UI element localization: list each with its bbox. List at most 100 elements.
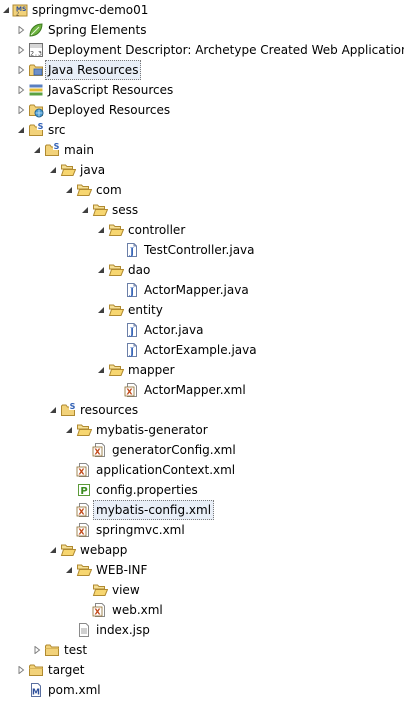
expanded-arrow-icon[interactable]	[2, 6, 10, 14]
tree-label: main	[64, 143, 94, 157]
tree-row-test-controller[interactable]: TestController.java	[0, 240, 404, 260]
folder-icon	[44, 642, 60, 658]
tree-label: TestController.java	[144, 243, 255, 257]
jsp-file-icon	[76, 622, 92, 638]
expanded-arrow-icon[interactable]	[97, 266, 105, 274]
tree-row-mybatis-generator[interactable]: mybatis-generator	[0, 420, 404, 440]
tree-row-deployment-descriptor[interactable]: Deployment Descriptor: Archetype Created…	[0, 40, 404, 60]
java-file-icon	[124, 322, 140, 338]
tree-row-actor-java[interactable]: Actor.java	[0, 320, 404, 340]
tree-label: view	[112, 583, 140, 597]
tree-label: mybatis-generator	[96, 423, 208, 437]
tree-row-javascript-resources[interactable]: JavaScript Resources	[0, 80, 404, 100]
tree-label: springmvc.xml	[96, 523, 185, 537]
xml-file-icon	[124, 382, 140, 398]
xml-file-icon	[92, 442, 108, 458]
tree-row-actor-example-java[interactable]: ActorExample.java	[0, 340, 404, 360]
tree-label: index.jsp	[96, 623, 150, 637]
tree-row-generator-config[interactable]: generatorConfig.xml	[0, 440, 404, 460]
expanded-arrow-icon[interactable]	[97, 366, 105, 374]
tree-row-src[interactable]: src	[0, 120, 404, 140]
tree-label: sess	[112, 203, 139, 217]
tree-row-main[interactable]: main	[0, 140, 404, 160]
source-folder-icon	[28, 122, 44, 138]
folder-open-icon	[76, 562, 92, 578]
tree-label: Spring Elements	[48, 23, 147, 37]
tree-label: dao	[128, 263, 151, 277]
tree-label: com	[96, 183, 122, 197]
folder-open-icon	[92, 202, 108, 218]
folder-open-icon	[76, 422, 92, 438]
tree-row-index-jsp[interactable]: index.jsp	[0, 620, 404, 640]
tree-row-application-context[interactable]: applicationContext.xml	[0, 460, 404, 480]
collapsed-arrow-icon[interactable]	[33, 646, 41, 654]
folder-open-icon	[108, 222, 124, 238]
expanded-arrow-icon[interactable]	[81, 206, 89, 214]
collapsed-arrow-icon[interactable]	[17, 26, 25, 34]
expanded-arrow-icon[interactable]	[65, 426, 73, 434]
properties-file-icon	[76, 482, 92, 498]
expanded-arrow-icon[interactable]	[49, 166, 57, 174]
tree-label: Deployment Descriptor: Archetype Created…	[48, 43, 404, 57]
tree-row-actor-mapper-java[interactable]: ActorMapper.java	[0, 280, 404, 300]
tree-label: applicationContext.xml	[96, 463, 236, 477]
java-file-icon	[124, 242, 140, 258]
expanded-arrow-icon[interactable]	[97, 226, 105, 234]
java-resources-icon	[28, 62, 44, 78]
tree-row-webapp[interactable]: webapp	[0, 540, 404, 560]
tree-row-springmvc-xml[interactable]: springmvc.xml	[0, 520, 404, 540]
tree-row-view[interactable]: view	[0, 580, 404, 600]
tree-label: test	[64, 643, 88, 657]
collapsed-arrow-icon[interactable]	[17, 46, 25, 54]
collapsed-arrow-icon[interactable]	[17, 106, 25, 114]
expanded-arrow-icon[interactable]	[65, 566, 73, 574]
collapsed-arrow-icon[interactable]	[17, 66, 25, 74]
tree-row-deployed-resources[interactable]: Deployed Resources	[0, 100, 404, 120]
tree-label: controller	[128, 223, 186, 237]
tree-label: generatorConfig.xml	[112, 443, 236, 457]
xml-file-icon	[76, 462, 92, 478]
tree-row-web-inf[interactable]: WEB-INF	[0, 560, 404, 580]
collapsed-arrow-icon[interactable]	[17, 86, 25, 94]
xml-file-icon	[76, 502, 92, 518]
tree-label: entity	[128, 303, 163, 317]
expanded-arrow-icon[interactable]	[49, 546, 57, 554]
tree-row-config-properties[interactable]: config.properties	[0, 480, 404, 500]
tree-row-test[interactable]: test	[0, 640, 404, 660]
tree-row-java[interactable]: java	[0, 160, 404, 180]
tree-label: Actor.java	[144, 323, 204, 337]
expanded-arrow-icon[interactable]	[33, 146, 41, 154]
tree-row-web-xml[interactable]: web.xml	[0, 600, 404, 620]
tree-row-pom-xml[interactable]: pom.xml	[0, 680, 404, 700]
tree-row-target[interactable]: target	[0, 660, 404, 680]
collapsed-arrow-icon[interactable]	[17, 666, 25, 674]
tree-label: ActorMapper.java	[144, 283, 249, 297]
tree-label-selected: mybatis-config.xml	[93, 500, 215, 520]
folder-open-icon	[92, 582, 108, 598]
tree-row-entity[interactable]: entity	[0, 300, 404, 320]
expanded-arrow-icon[interactable]	[65, 186, 73, 194]
xml-file-icon	[92, 602, 108, 618]
tree-row-controller[interactable]: controller	[0, 220, 404, 240]
tree-row-spring-elements[interactable]: Spring Elements	[0, 20, 404, 40]
tree-row-dao[interactable]: dao	[0, 260, 404, 280]
folder-open-icon	[60, 162, 76, 178]
expanded-arrow-icon[interactable]	[49, 406, 57, 414]
java-file-icon	[124, 282, 140, 298]
expanded-arrow-icon[interactable]	[97, 306, 105, 314]
tree-label: src	[48, 123, 66, 137]
tree-row-mapper[interactable]: mapper	[0, 360, 404, 380]
expanded-arrow-icon[interactable]	[17, 126, 25, 134]
tree-row-mybatis-config[interactable]: mybatis-config.xml	[0, 500, 404, 520]
tree-label: ActorExample.java	[144, 343, 257, 357]
tree-row-resources[interactable]: resources	[0, 400, 404, 420]
folder-icon	[28, 662, 44, 678]
folder-open-icon	[108, 362, 124, 378]
tree-row-actor-mapper-xml[interactable]: ActorMapper.xml	[0, 380, 404, 400]
tree-row-java-resources[interactable]: Java Resources	[0, 60, 404, 80]
tree-row-com[interactable]: com	[0, 180, 404, 200]
tree-row-sess[interactable]: sess	[0, 200, 404, 220]
tree-row-root[interactable]: springmvc-demo01	[0, 0, 404, 20]
tree-label: target	[48, 663, 85, 677]
